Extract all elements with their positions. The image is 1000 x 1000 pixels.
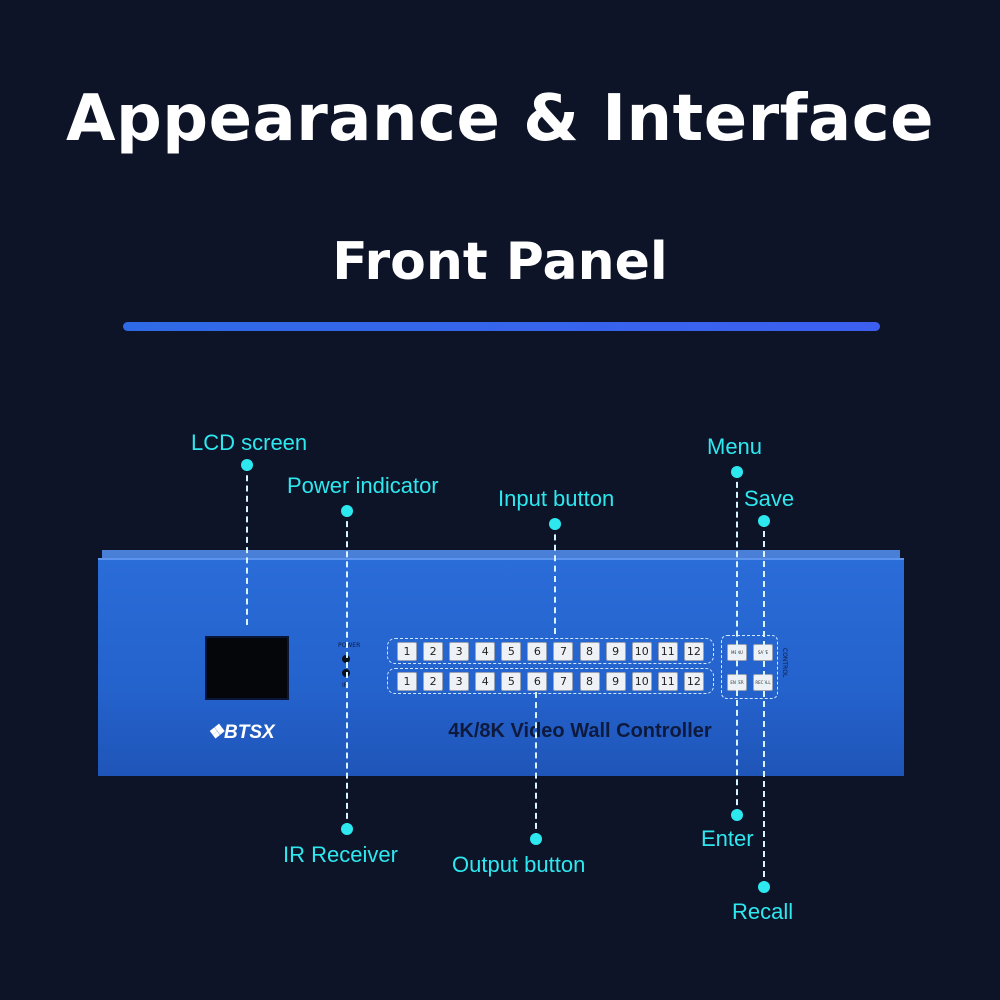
ir-callout-dot [341, 823, 353, 835]
device-name: 4K/8K Video Wall Controller [448, 720, 712, 742]
output-key-6[interactable]: 6 [527, 671, 548, 691]
enter-callout-dot [731, 809, 743, 821]
enter-label: Enter [701, 826, 754, 851]
output-key-12[interactable]: 12 [683, 671, 704, 691]
input-key-1[interactable]: 1 [397, 641, 417, 661]
lcd-callout-dot [241, 459, 253, 471]
output-key-10[interactable]: 10 [631, 671, 652, 691]
menu-label: Menu [707, 434, 763, 459]
output-key-3[interactable]: 3 [449, 671, 470, 691]
output-key-11[interactable]: 11 [657, 671, 678, 691]
input-key-3[interactable]: 3 [449, 641, 470, 661]
page-title: Appearance & Interface [65, 82, 935, 156]
output-key-5[interactable]: 5 [501, 671, 522, 691]
ir-text: IR [342, 682, 348, 689]
ir-receiver-label: IR Receiver [283, 842, 398, 867]
lcd-screen [205, 636, 289, 700]
input-key-6[interactable]: 6 [527, 641, 548, 661]
input-button-label: Input button [498, 486, 615, 511]
input-key-8[interactable]: 8 [579, 641, 600, 661]
power-callout-line [346, 511, 348, 829]
save-label: Save [744, 486, 795, 511]
output-key-7[interactable]: 7 [553, 671, 574, 691]
output-callout-line [535, 692, 537, 839]
input-key-9[interactable]: 9 [605, 641, 626, 661]
output-key-2[interactable]: 2 [423, 671, 444, 691]
chassis-top [102, 550, 900, 560]
input-key-7[interactable]: 7 [553, 641, 574, 661]
input-key-11[interactable]: 11 [657, 641, 678, 661]
brand-name: BTSX [224, 722, 275, 743]
input-button-group: 1 2 3 4 5 6 7 8 9 10 11 12 [387, 638, 714, 664]
input-key-4[interactable]: 4 [475, 641, 496, 661]
input-key-2[interactable]: 2 [423, 641, 444, 661]
page-subtitle: Front Panel [332, 232, 668, 292]
power-text: POWER [338, 642, 361, 649]
output-key-8[interactable]: 8 [579, 671, 600, 691]
input-key-10[interactable]: 10 [631, 641, 652, 661]
recall-callout-dot [758, 881, 770, 893]
brand-logo: ❖BTSX [207, 721, 275, 744]
power-indicator-label: Power indicator [287, 473, 439, 498]
input-callout-line [554, 524, 556, 634]
input-key-12[interactable]: 12 [683, 641, 704, 661]
output-button-group: 1 2 3 4 5 6 7 8 9 10 11 12 [387, 668, 714, 694]
lcd-callout-line [246, 465, 248, 625]
control-text: CONTROL [781, 648, 788, 678]
output-key-1[interactable]: 1 [397, 671, 417, 691]
logo-icon: ❖ [207, 722, 225, 743]
output-key-4[interactable]: 4 [475, 671, 496, 691]
recall-label: Recall [732, 899, 794, 924]
power-callout-dot [341, 505, 353, 517]
save-recall-callout-line [763, 521, 765, 887]
input-key-5[interactable]: 5 [501, 641, 522, 661]
menu-callout-dot [731, 466, 743, 478]
output-key-9[interactable]: 9 [605, 671, 626, 691]
input-callout-dot [549, 518, 561, 530]
control-button-group: MENU SAVE ENTER RECALL [721, 635, 778, 699]
lcd-screen-label: LCD screen [191, 430, 308, 455]
output-callout-dot [530, 833, 542, 845]
output-button-label: Output button [452, 852, 586, 877]
title-divider [123, 322, 880, 331]
menu-enter-callout-line [736, 472, 738, 815]
save-callout-dot [758, 515, 770, 527]
